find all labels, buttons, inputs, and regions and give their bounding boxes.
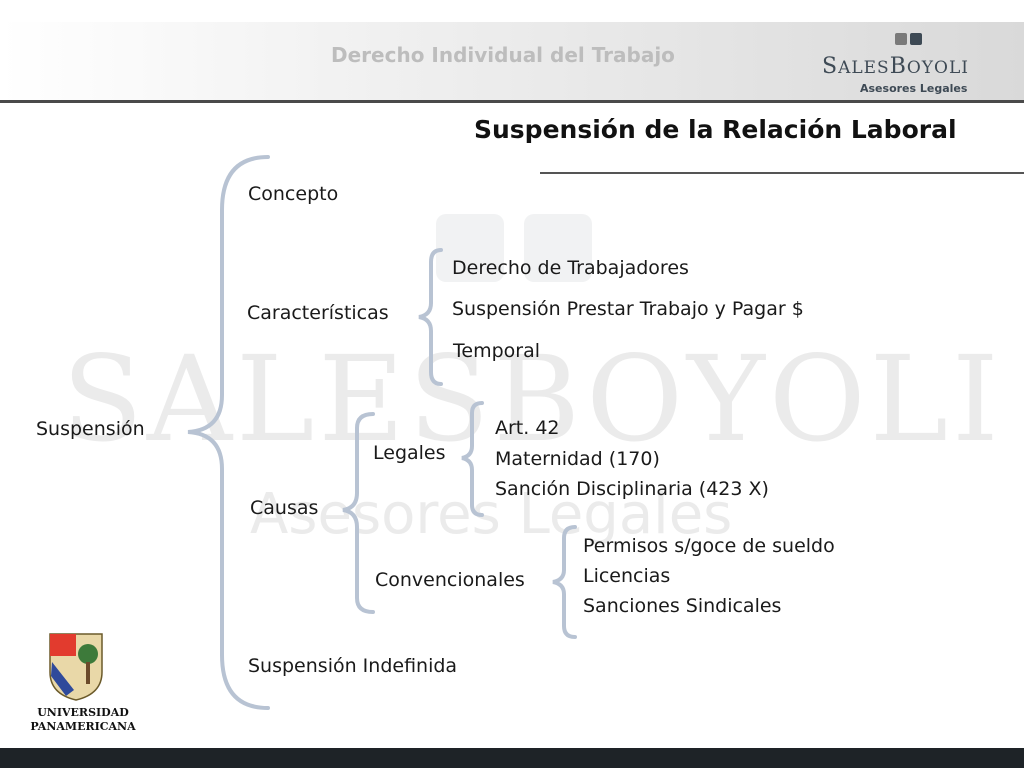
brand-subtitle: Asesores Legales [860,82,968,95]
node-car-derecho: Derecho de Trabajadores [452,257,689,279]
brace-causas [342,412,375,614]
brace-convencionales [552,525,577,639]
node-legal-sancion: Sanción Disciplinaria (423 X) [495,478,769,500]
university-logo: UNIVERSIDAD PANAMERICANA [28,632,138,734]
node-caracteristicas: Características [247,302,389,324]
node-convencionales: Convencionales [375,569,525,591]
brand-logo: SALESBOYOLI [822,54,969,79]
node-suspension: Suspensión [36,418,145,440]
crest-icon [49,633,103,701]
header-band [0,22,1024,102]
brace-main [187,155,270,710]
node-legal-maternidad: Maternidad (170) [495,448,660,470]
node-conv-permisos: Permisos s/goce de sueldo [583,535,835,557]
watermark-subtitle: Asesores Legales [250,482,733,547]
header-divider [0,100,1024,103]
node-indefinida: Suspensión Indefinida [248,655,458,677]
title-underline [540,172,1024,174]
brace-caracteristicas [418,248,443,386]
brand-squares-icon [895,30,925,49]
node-legal-art42: Art. 42 [495,417,560,439]
node-car-suspension: Suspensión Prestar Trabajo y Pagar $ [452,298,804,320]
node-concepto: Concepto [248,183,339,205]
node-conv-licencias: Licencias [583,565,671,587]
node-legales: Legales [373,442,446,464]
logo-line-1: UNIVERSIDAD [37,706,129,719]
footer-bar [0,748,1024,768]
watermark-squares [436,214,612,286]
logo-line-2: PANAMERICANA [30,720,136,733]
brace-legales [461,401,484,517]
node-car-temporal: Temporal [453,340,540,362]
node-causas: Causas [250,497,319,519]
header-title: Derecho Individual del Trabajo [331,43,675,67]
slide-title: Suspensión de la Relación Laboral [474,115,957,144]
node-conv-sanciones: Sanciones Sindicales [583,595,782,617]
